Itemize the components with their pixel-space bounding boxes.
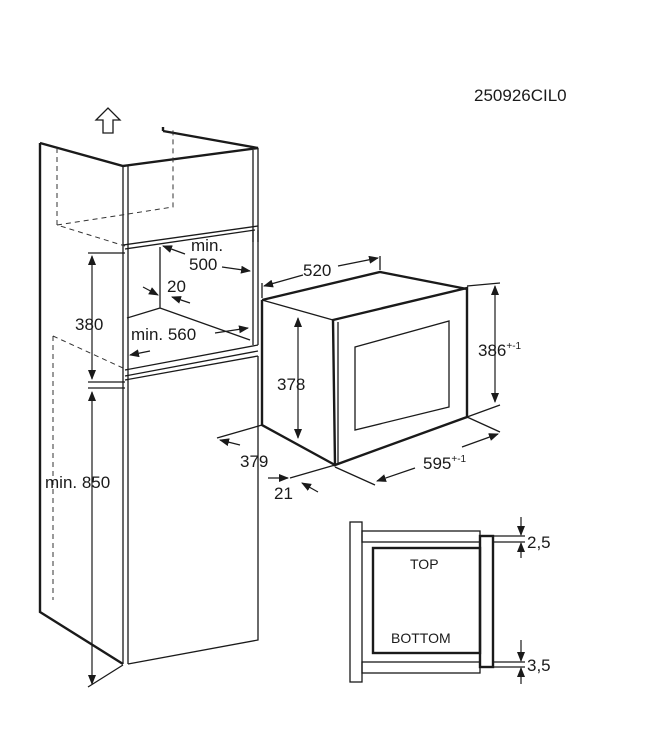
niche-width-value: min. 560	[131, 325, 196, 344]
front-thickness-value: 21	[274, 484, 293, 503]
side-depth-value: 379	[240, 452, 268, 471]
front-width-number: 595	[423, 454, 451, 473]
drawing-code: 250926CIL0	[474, 86, 567, 105]
tall-cabinet	[38, 107, 259, 688]
front-width-value: 595+-1	[423, 454, 467, 473]
niche-depth-value: 500	[189, 255, 217, 274]
top-label: TOP	[410, 556, 439, 572]
back-gap-value: 20	[167, 277, 186, 296]
niche-depth-label: min.	[191, 236, 223, 255]
front-width-tolerance: +-1	[451, 454, 466, 465]
front-height-value: 386+-1	[478, 341, 522, 360]
body-height-value: 378	[277, 375, 305, 394]
front-height-number: 386	[478, 341, 506, 360]
appliance-depth-value: 520	[303, 261, 331, 280]
base-height-value: min. 850	[45, 473, 110, 492]
bottom-label: BOTTOM	[391, 630, 451, 646]
section-detail	[349, 517, 525, 684]
ventilation-arrow-icon	[94, 107, 122, 134]
bottom-gap-value: 3,5	[527, 656, 551, 675]
oven-appliance	[216, 255, 501, 493]
niche-height-value: 380	[75, 315, 103, 334]
top-gap-value: 2,5	[527, 533, 551, 552]
front-height-tolerance: +-1	[506, 341, 521, 352]
